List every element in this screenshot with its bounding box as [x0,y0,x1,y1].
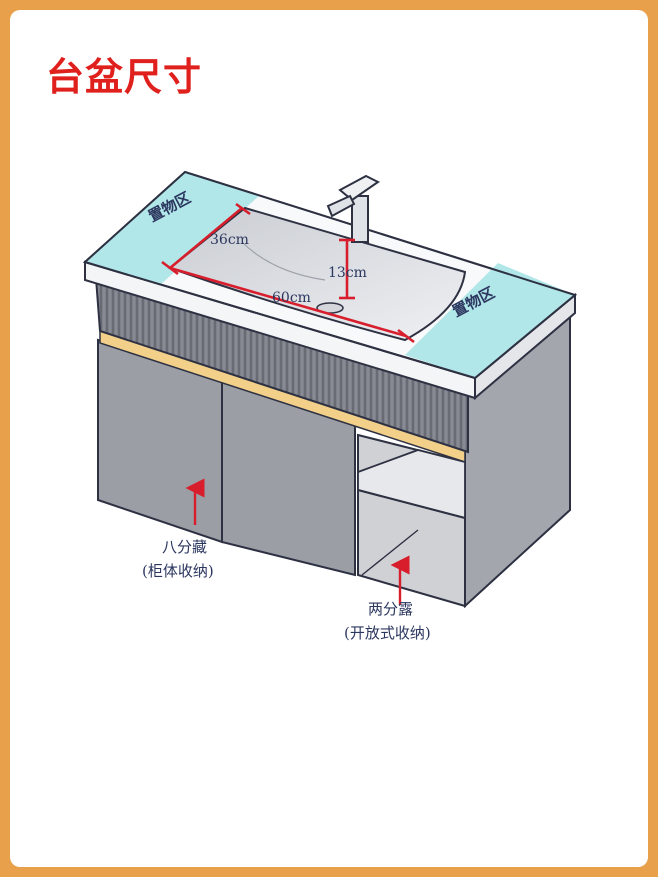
basin [167,206,467,342]
closed-storage-subtitle: (柜体收纳) [142,562,214,580]
vanity-illustration: 置物区 置物区 36cm 13cm 60cm 八分藏 (柜体收纳) 两分露 (开… [83,170,578,642]
storage-zone-right-area [405,263,575,378]
faucet [326,174,380,243]
closed-storage-title: 八分藏 [162,538,207,556]
storage-zone-left-area [85,172,260,285]
infographic-card: 台盆尺寸 [10,10,648,867]
dimension-lines [161,202,415,344]
open-storage-title: 两分露 [368,600,413,618]
dim-width-label: 60cm [272,290,311,306]
upper-shelf [357,449,466,520]
dim-depth-label: 36cm [210,232,249,248]
dim-height-label: 13cm [328,265,367,281]
open-storage-subtitle: (开放式收纳) [344,624,431,642]
page-title: 台盆尺寸 [46,55,203,99]
